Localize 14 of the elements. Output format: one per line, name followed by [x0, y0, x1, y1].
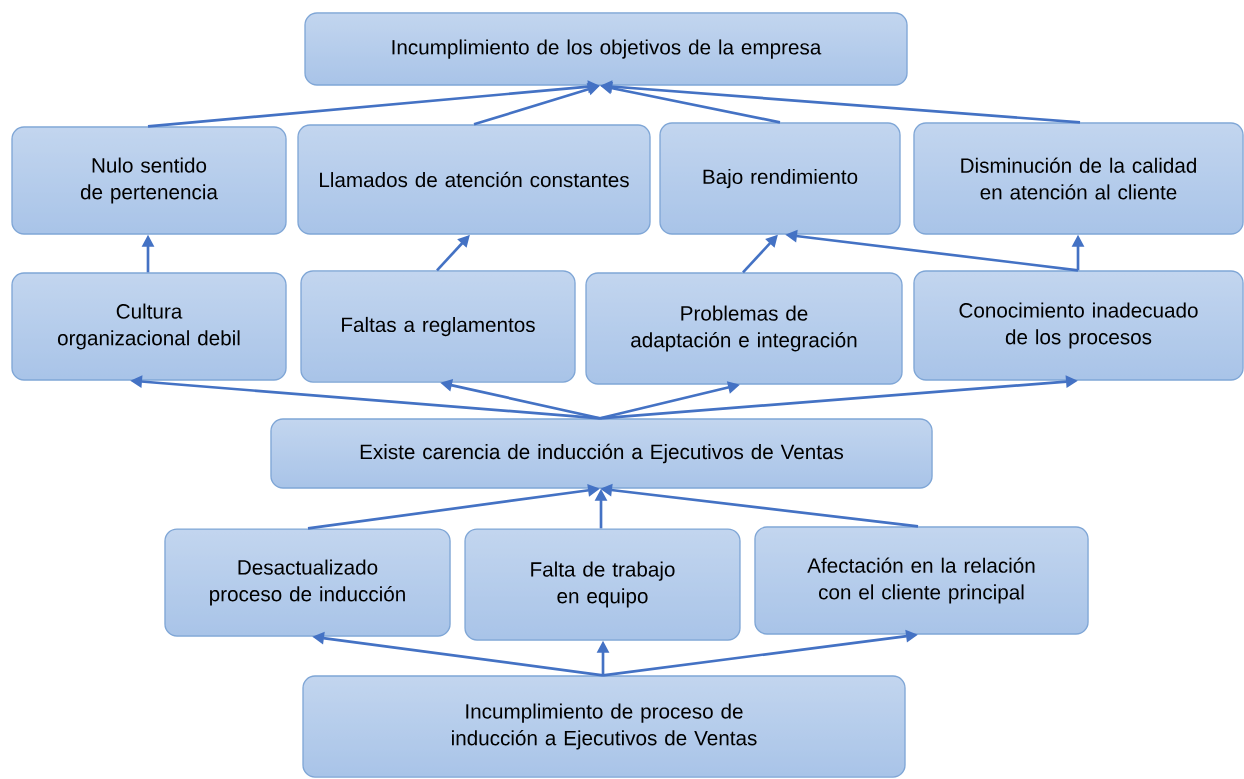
- cause-effect-box: Incumplimiento de proceso de inducción a Ejecutivos de Ventas: [302, 675, 906, 778]
- cause-effect-box: Incumplimiento de los objetivos de la empresa: [304, 12, 908, 86]
- cause-effect-box: Desactualizado proceso de inducción: [164, 528, 451, 637]
- cause-effect-box: Nulo sentido de pertenencia: [11, 126, 287, 235]
- cause-effect-box: Faltas a reglamentos: [300, 270, 576, 383]
- cause-effect-box: Afectación en la relación con el cliente principal: [754, 526, 1089, 635]
- cause-effect-box: Existe carencia de inducción a Ejecutivos de Ventas: [270, 418, 933, 489]
- cause-effect-box: Falta de trabajo en equipo: [464, 528, 741, 641]
- cause-effect-box: Conocimiento inadecuado de los procesos: [913, 270, 1244, 381]
- cause-effect-box: Bajo rendimiento: [659, 122, 901, 235]
- cause-effect-box: Cultura organizacional debil: [11, 272, 287, 381]
- cause-effect-box: Disminución de la calidad en atención al cliente: [913, 122, 1244, 235]
- cause-effect-box: Problemas de adaptación e integración: [585, 272, 903, 385]
- cause-effect-box: Llamados de atención constantes: [297, 124, 651, 235]
